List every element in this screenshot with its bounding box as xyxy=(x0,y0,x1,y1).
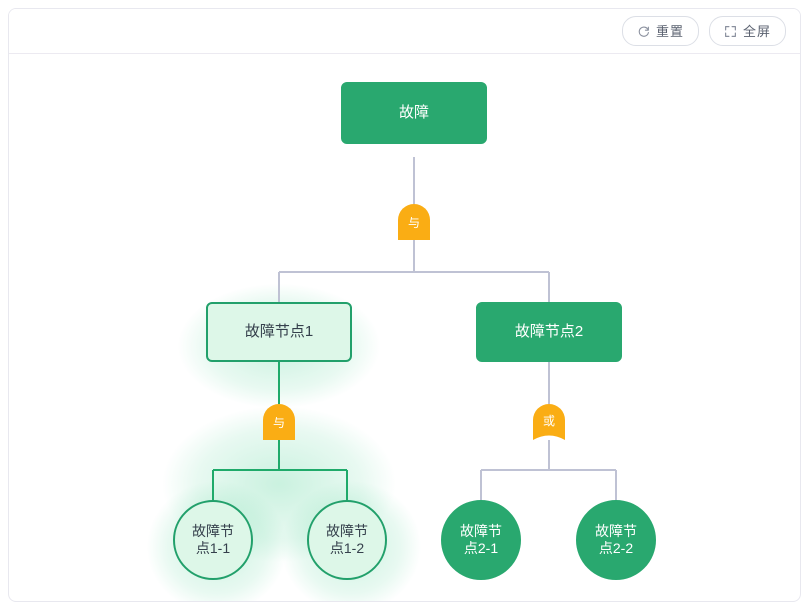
node-root[interactable]: 故障 xyxy=(341,82,487,144)
refresh-icon xyxy=(637,25,650,38)
node-leaf-2-1[interactable]: 故障节点2-1 xyxy=(441,500,521,580)
edges-highlight xyxy=(212,362,348,500)
node-fault-1-label: 故障节点1 xyxy=(244,322,314,340)
node-layer: 故障 与 故障节点1 故障节点2 xyxy=(9,54,800,601)
edge-layer xyxy=(9,54,800,601)
node-leaf-1-1-label: 故障节点1-1 xyxy=(192,522,234,557)
node-fault-2-label: 故障节点2 xyxy=(514,322,584,340)
fullscreen-icon xyxy=(724,25,737,38)
node-leaf-2-2-label: 故障节点2-2 xyxy=(595,522,637,557)
and-gate-shape xyxy=(398,204,430,240)
fault-tree-card: 重置 全屏 xyxy=(8,8,801,602)
node-leaf-1-1[interactable]: 故障节点1-1 xyxy=(173,500,253,580)
fullscreen-label: 全屏 xyxy=(742,23,771,39)
tree-canvas[interactable]: 故障 与 故障节点1 故障节点2 xyxy=(9,54,800,601)
fullscreen-button[interactable]: 全屏 xyxy=(708,16,786,46)
node-root-label: 故障 xyxy=(398,103,429,121)
reset-label: 重置 xyxy=(655,23,684,39)
reset-button[interactable]: 重置 xyxy=(621,16,699,46)
gate-and-root[interactable]: 与 xyxy=(398,204,430,240)
node-leaf-1-2[interactable]: 故障节点1-2 xyxy=(307,500,387,580)
gate-or-branch-2[interactable]: 或 xyxy=(533,404,565,440)
node-fault-1[interactable]: 故障节点1 xyxy=(206,302,352,362)
gate-and-branch-1[interactable]: 与 xyxy=(263,404,295,440)
edges-normal xyxy=(278,157,617,500)
node-leaf-1-2-label: 故障节点1-2 xyxy=(326,522,368,557)
and-gate-shape xyxy=(263,404,295,440)
or-gate-shape xyxy=(533,404,565,440)
node-leaf-2-1-label: 故障节点2-1 xyxy=(460,522,502,557)
node-leaf-2-2[interactable]: 故障节点2-2 xyxy=(576,500,656,580)
toolbar: 重置 全屏 xyxy=(9,9,800,54)
node-fault-2[interactable]: 故障节点2 xyxy=(476,302,622,362)
